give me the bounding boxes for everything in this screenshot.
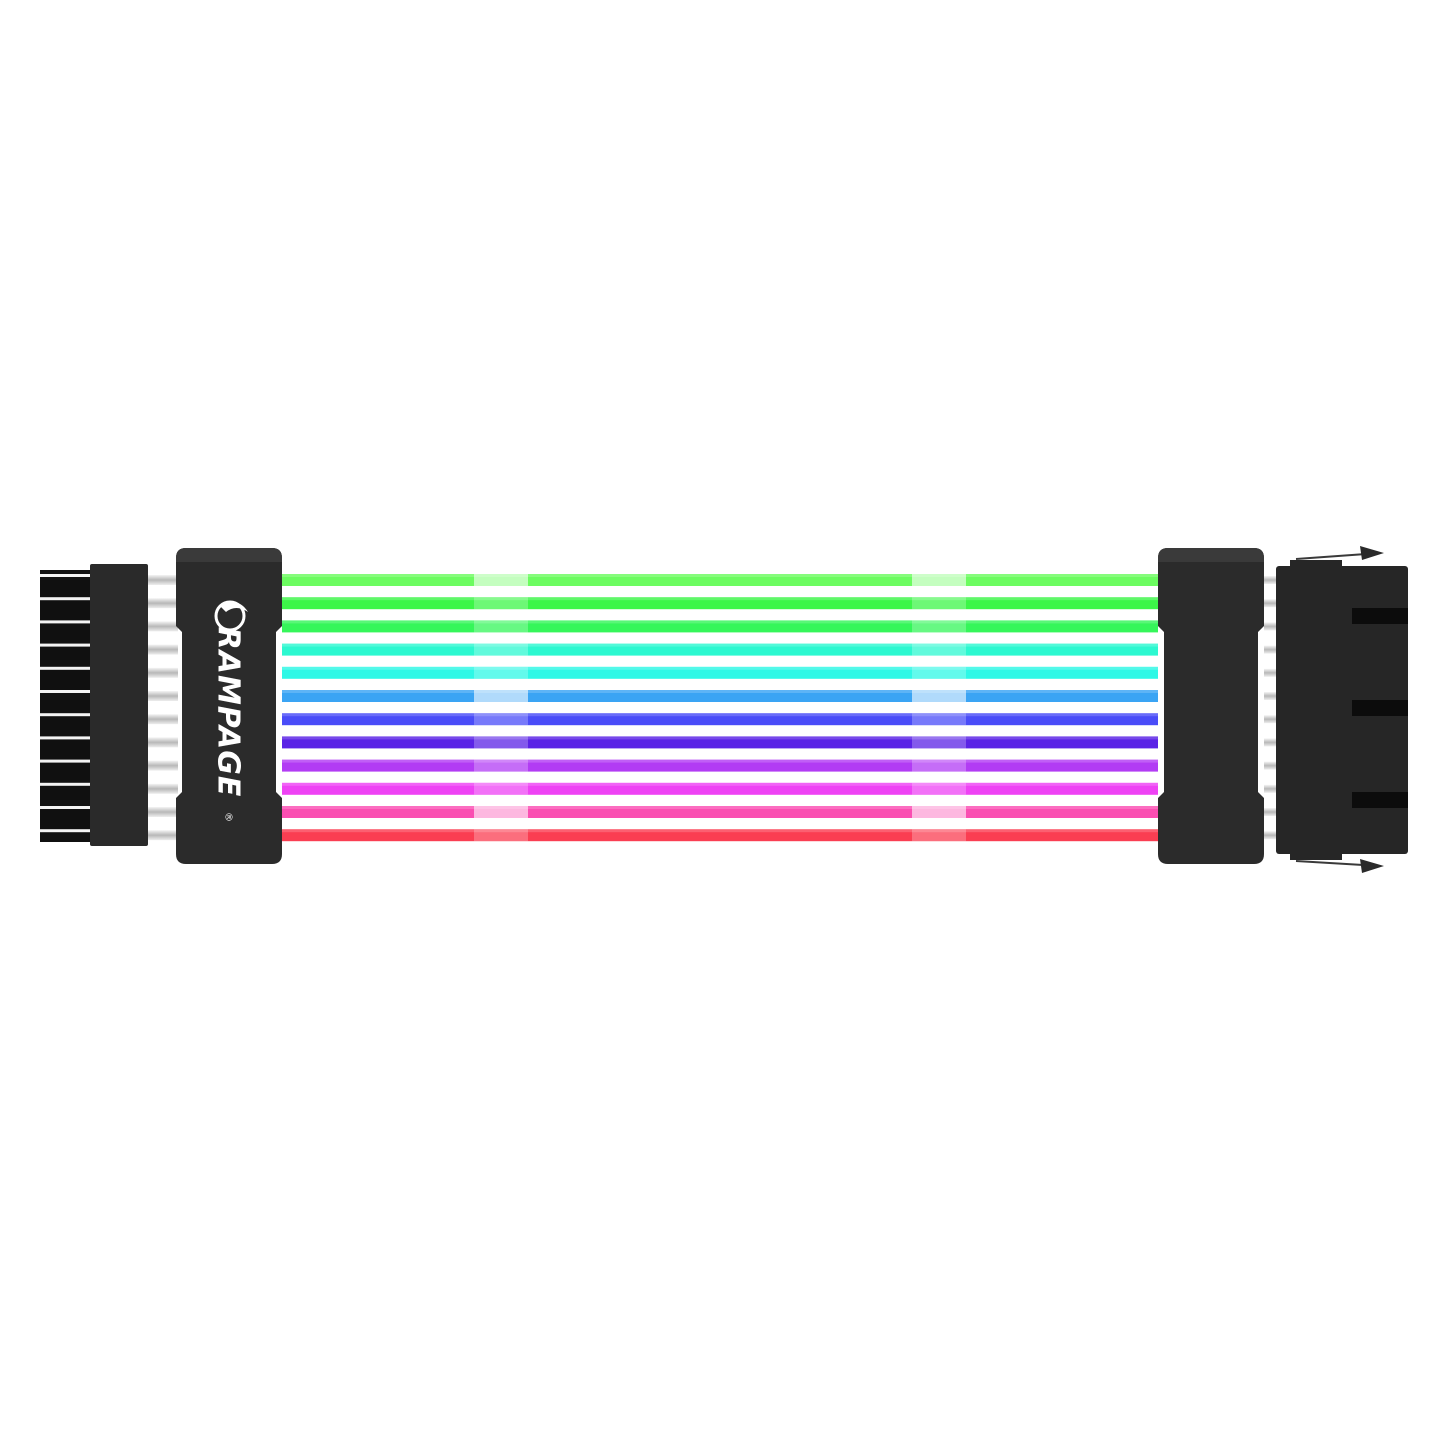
registered-mark: ® <box>222 812 234 822</box>
wire-clip <box>912 713 966 726</box>
wire-clip <box>912 620 966 633</box>
left-cable-comb <box>176 548 282 864</box>
wire-clip <box>474 597 528 610</box>
terminal-pin <box>148 714 178 725</box>
terminal-pin <box>1264 761 1276 770</box>
wire-clip <box>474 666 528 679</box>
brand-logo-icon <box>214 600 248 632</box>
terminal-pin <box>1264 715 1276 724</box>
wire <box>282 620 1158 633</box>
wire <box>282 666 1158 679</box>
terminal-pin <box>148 644 178 655</box>
wire-clip <box>912 829 966 842</box>
terminal-pin <box>148 830 178 841</box>
wire <box>282 806 1158 818</box>
terminal-pin <box>1264 808 1276 816</box>
wire <box>282 782 1158 795</box>
latch-arrow-top-icon <box>1295 546 1384 560</box>
terminal-pin <box>148 667 178 678</box>
left-pin-strips <box>40 574 92 833</box>
terminal-pin <box>148 691 178 701</box>
terminal-pin <box>1264 831 1276 840</box>
pin-strip <box>40 643 92 647</box>
wire-clip <box>474 782 528 795</box>
terminal-pin <box>148 575 178 585</box>
right-connector-housing <box>1276 546 1408 873</box>
pin-strip <box>40 806 92 809</box>
wire-clip <box>474 643 528 656</box>
left-connector-plug <box>40 564 148 846</box>
wire-clip <box>474 690 528 702</box>
pin-strip <box>40 620 92 624</box>
pin-strip <box>40 829 92 833</box>
wire <box>282 829 1158 842</box>
wire-clip <box>474 806 528 818</box>
wire-clip <box>474 829 528 842</box>
pin-strip <box>40 782 92 786</box>
wire <box>282 690 1158 702</box>
terminal-pin <box>1264 784 1276 793</box>
wire-clip <box>474 620 528 633</box>
wire <box>282 713 1158 726</box>
terminal-pin <box>1264 645 1276 654</box>
terminal-pin <box>148 737 178 748</box>
wire-clip <box>912 759 966 772</box>
terminal-pin <box>1264 622 1276 631</box>
left-terminals <box>148 575 178 841</box>
terminal-pin <box>148 598 178 609</box>
wire-clip <box>474 574 528 586</box>
right-cable-comb <box>1158 548 1264 864</box>
wire <box>282 574 1158 586</box>
terminal-pin <box>1264 668 1276 677</box>
pin-strip <box>40 597 92 601</box>
pin-strip <box>40 666 92 670</box>
pin-strip <box>40 713 92 717</box>
wire <box>282 759 1158 772</box>
terminal-pin <box>148 807 178 817</box>
terminal-pin <box>148 760 178 771</box>
sleeved-wires <box>282 574 1158 842</box>
wire-clip <box>912 690 966 702</box>
right-terminal-pins <box>1264 576 1276 840</box>
terminal-pin <box>148 783 178 794</box>
wire <box>282 597 1158 610</box>
wire-clip <box>912 643 966 656</box>
terminal-pin <box>1264 692 1276 700</box>
wire-clip <box>912 806 966 818</box>
terminal-pin <box>1264 599 1276 608</box>
pin-strip <box>40 736 92 740</box>
wire-clip <box>474 713 528 726</box>
wire-clip <box>912 597 966 610</box>
wire-clip <box>474 759 528 772</box>
wire <box>282 736 1158 749</box>
pin-strip <box>40 574 92 577</box>
terminal-pin <box>148 621 178 632</box>
latch-arrow-bottom-icon <box>1295 859 1384 873</box>
brand-label: RAMPAGE <box>210 626 246 798</box>
wire <box>282 643 1158 656</box>
terminal-pin <box>1264 576 1276 584</box>
wire-clip <box>912 574 966 586</box>
wire-clip <box>912 782 966 795</box>
pin-strip <box>40 690 92 693</box>
pin-strip <box>40 759 92 763</box>
wire-clip <box>912 736 966 749</box>
wire-clip <box>912 666 966 679</box>
terminal-pin <box>1264 738 1276 747</box>
wire-clip <box>474 736 528 749</box>
